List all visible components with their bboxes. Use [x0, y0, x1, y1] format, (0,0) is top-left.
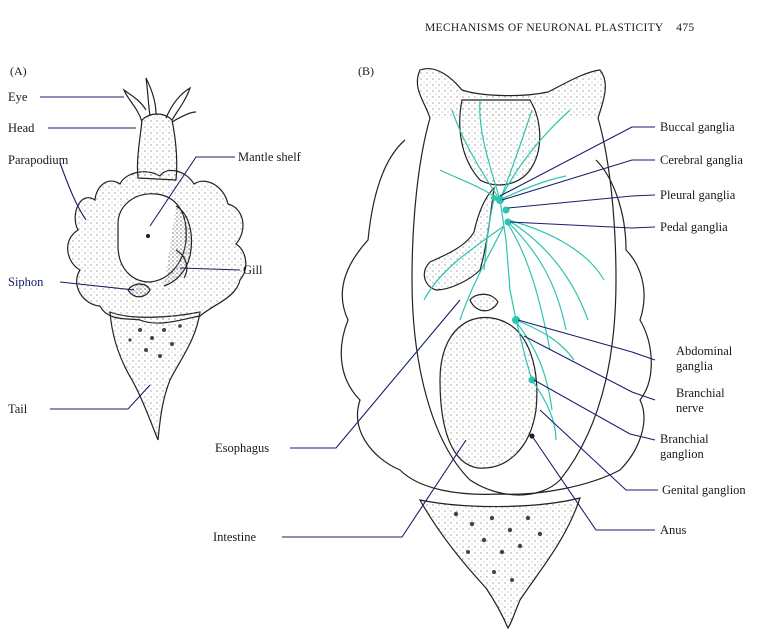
label-head: Head [8, 121, 34, 135]
label-branchial-ganglion-2: ganglion [660, 447, 704, 461]
page-number: 475 [676, 22, 694, 34]
running-title: MECHANISMS OF NEURONAL PLASTICITY [425, 22, 663, 34]
panel-a-drawing [68, 78, 246, 440]
label-intestine: Intestine [213, 530, 256, 544]
label-genital-ganglion: Genital ganglion [662, 483, 746, 497]
label-branchial-ganglion-1: Branchial [660, 432, 709, 446]
tail-shape [110, 312, 200, 440]
label-parapodium: Parapodium [8, 153, 68, 167]
rhinophore-mid [146, 78, 156, 116]
label-mantle-shelf: Mantle shelf [238, 150, 301, 164]
label-cerebral-ganglia: Cerebral ganglia [660, 153, 743, 167]
label-anus: Anus [660, 523, 686, 537]
label-branchial-nerve-1: Branchial [676, 386, 725, 400]
buccal-mass [460, 100, 540, 185]
label-esophagus: Esophagus [215, 441, 269, 455]
label-abdominal-ganglia-1: Abdominal [676, 344, 732, 358]
label-buccal-ganglia: Buccal ganglia [660, 120, 735, 134]
label-branchial-nerve-2: nerve [676, 401, 704, 415]
rhinophore-left [124, 90, 146, 122]
label-gill: Gill [243, 263, 262, 277]
buccal-ganglion-dot [491, 195, 497, 201]
label-tail: Tail [8, 402, 27, 416]
label-pedal-ganglia: Pedal ganglia [660, 220, 728, 234]
label-pleural-ganglia: Pleural ganglia [660, 188, 735, 202]
panel-a-tag: (A) [10, 64, 27, 79]
panel-b-tag: (B) [358, 64, 374, 79]
esophagus-shape [424, 188, 494, 290]
rhinophore-right [166, 88, 190, 120]
head-shape [137, 114, 176, 180]
tail-b-shape [420, 498, 580, 628]
label-siphon: Siphon [8, 275, 43, 289]
intestine-shape [440, 318, 537, 469]
panel-b-drawing [341, 69, 651, 628]
label-abdominal-ganglia-2: ganglia [676, 359, 713, 373]
label-eye: Eye [8, 90, 27, 104]
